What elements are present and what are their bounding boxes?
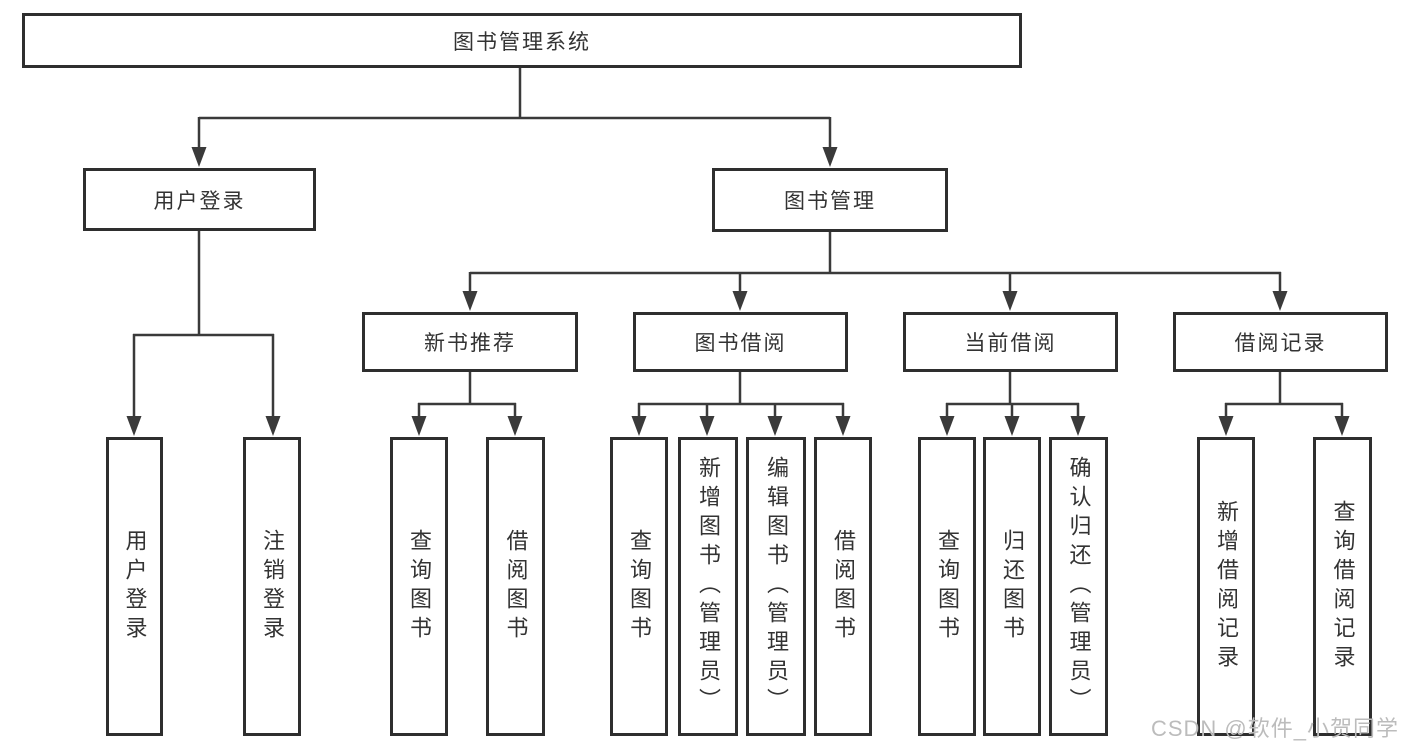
- leaf-query-book-current: 查询图书: [918, 437, 976, 736]
- connector-book-management-children: [462, 232, 1288, 311]
- node-book-borrow-label: 图书借阅: [694, 332, 787, 355]
- leaf-return-book: 归还图书: [983, 437, 1041, 736]
- node-new-book-recommend-label: 新书推荐: [424, 332, 516, 355]
- leaf-logout-label: 注销登录: [260, 528, 285, 645]
- leaf-add-book-admin-label: 新增图书（管理员）: [696, 456, 721, 717]
- node-current-borrow: 当前借阅: [903, 312, 1118, 372]
- leaf-user-login: 用户登录: [106, 437, 163, 736]
- leaf-confirm-return-admin-label: 确认归还（管理员）: [1066, 456, 1092, 717]
- csdn-watermark: CSDN @软件_小贺同学: [1150, 716, 1399, 741]
- node-book-management-label: 图书管理: [784, 190, 876, 213]
- leaf-query-book-recommend: 查询图书: [390, 437, 448, 736]
- leaf-edit-book-admin-label: 编辑图书（管理员）: [764, 456, 789, 717]
- connector-borrow-record-children: [1218, 372, 1350, 436]
- node-user-login: 用户登录: [83, 168, 316, 231]
- leaf-user-login-label: 用户登录: [122, 528, 148, 645]
- leaf-query-borrow-record: 查询借阅记录: [1313, 437, 1372, 736]
- leaf-borrow-book: 借阅图书: [814, 437, 872, 736]
- node-book-borrow: 图书借阅: [633, 312, 848, 372]
- node-current-borrow-label: 当前借阅: [964, 332, 1057, 355]
- leaf-add-book-admin: 新增图书（管理员）: [678, 437, 738, 736]
- leaf-add-borrow-record: 新增借阅记录: [1197, 437, 1255, 736]
- node-root-label: 图书管理系统: [453, 30, 591, 54]
- leaf-borrow-book-recommend-label: 借阅图书: [503, 528, 529, 645]
- node-borrow-record: 借阅记录: [1173, 312, 1388, 372]
- leaf-edit-book-admin: 编辑图书（管理员）: [746, 437, 806, 736]
- leaf-query-borrow-record-label: 查询借阅记录: [1330, 499, 1356, 674]
- leaf-query-book-borrow-label: 查询图书: [627, 528, 652, 645]
- leaf-logout: 注销登录: [243, 437, 301, 736]
- connector-book-borrow-children: [631, 372, 851, 436]
- node-root-system: 图书管理系统: [22, 13, 1022, 68]
- connector-current-borrow-children: [939, 372, 1086, 436]
- node-new-book-recommend: 新书推荐: [362, 312, 578, 372]
- leaf-add-borrow-record-label: 新增借阅记录: [1214, 499, 1239, 674]
- connector-user-login-children: [126, 231, 281, 436]
- leaf-return-book-label: 归还图书: [1000, 528, 1025, 645]
- leaf-query-book-borrow: 查询图书: [610, 437, 668, 736]
- connector-new-book-recommend-children: [411, 372, 523, 436]
- leaf-query-book-recommend-label: 查询图书: [407, 528, 432, 645]
- node-user-login-label: 用户登录: [153, 189, 246, 213]
- leaf-confirm-return-admin: 确认归还（管理员）: [1049, 437, 1108, 736]
- leaf-borrow-book-label: 借阅图书: [831, 528, 856, 645]
- node-book-management: 图书管理: [712, 168, 948, 232]
- leaf-query-book-current-label: 查询图书: [935, 528, 960, 645]
- connector-root-to-level2: [191, 68, 838, 167]
- leaf-borrow-book-recommend: 借阅图书: [486, 437, 545, 736]
- node-borrow-record-label: 借阅记录: [1234, 332, 1327, 355]
